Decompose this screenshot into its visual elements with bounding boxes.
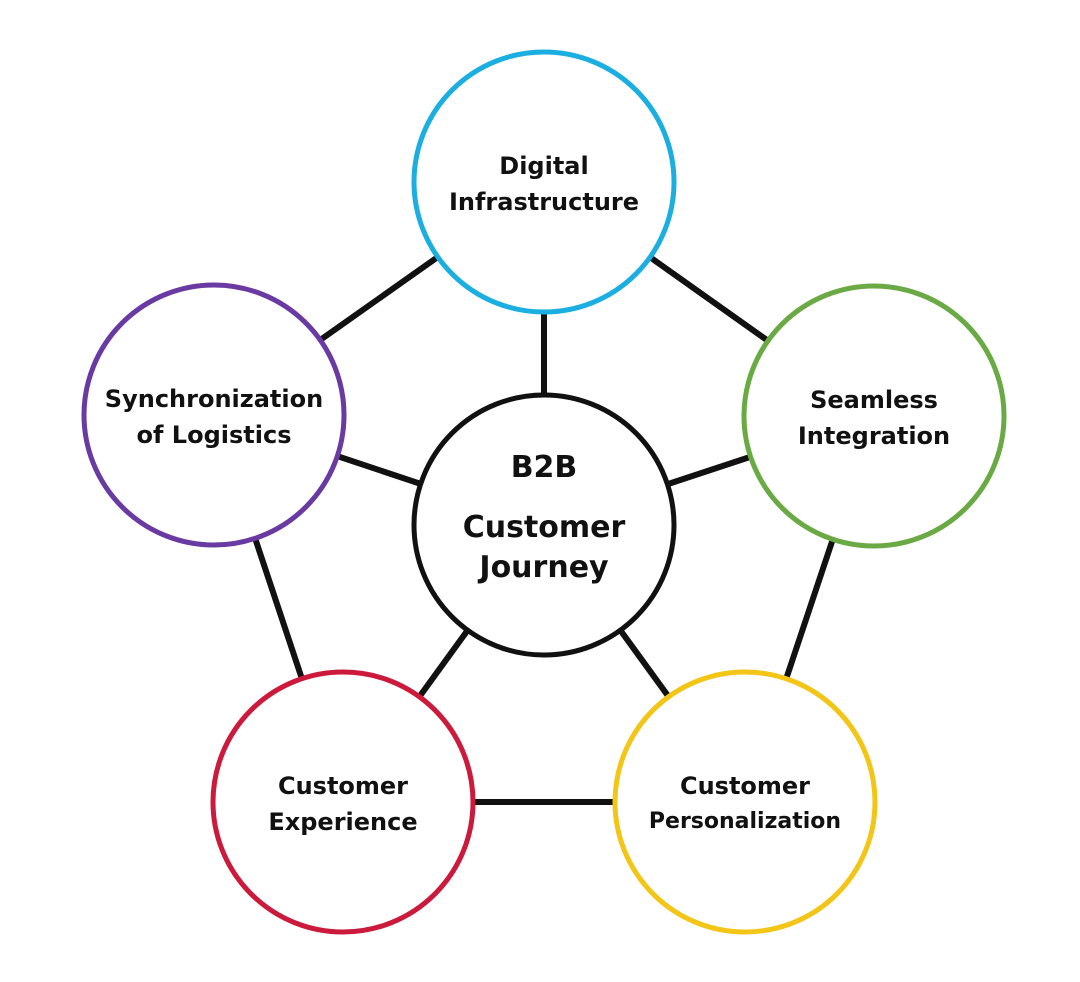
node-label-customer-experience-line-1: Experience	[268, 808, 417, 836]
node-circle-center	[411, 392, 677, 658]
node-synchronization-of-logistics: Synchronization of Logistics	[81, 282, 347, 548]
node-label-center-line-0: B2B	[511, 450, 578, 485]
node-label-digital-infrastructure-line-1: Infrastructure	[449, 188, 639, 216]
node-label-synchronization-of-logistics-line-0: Synchronization	[105, 385, 323, 413]
node-label-seamless-integration-line-1: Integration	[798, 422, 950, 450]
node-circle-seamless-integration	[741, 283, 1007, 549]
node-label-center-line-2: Journey	[477, 550, 609, 585]
node-label-digital-infrastructure-line-0: Digital	[499, 152, 588, 180]
nodes-layer: DigitalInfrastructureSeamlessIntegration…	[81, 49, 1007, 935]
node-label-customer-experience-line-0: Customer	[278, 772, 408, 800]
node-circle-synchronization-of-logistics	[81, 282, 347, 548]
node-circle-digital-infrastructure	[411, 49, 677, 315]
node-circle-customer-personalization	[612, 669, 878, 935]
node-circle-customer-experience	[210, 669, 476, 935]
node-label-synchronization-of-logistics-line-1: of Logistics	[137, 421, 292, 449]
node-label-customer-personalization-line-1: Personalization	[649, 809, 841, 834]
node-label-center-line-1: Customer	[463, 510, 626, 545]
node-label-customer-personalization-line-0: Customer	[680, 772, 810, 800]
node-label-seamless-integration-line-0: Seamless	[810, 386, 938, 414]
